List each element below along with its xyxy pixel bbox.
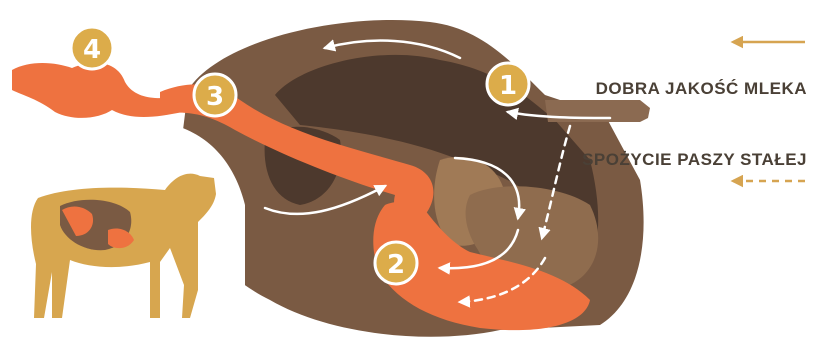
legend-dashed-label: SPOŻYCIE PASZY STAŁEJ <box>582 150 807 169</box>
svg-text:1: 1 <box>499 71 517 101</box>
svg-text:4: 4 <box>83 35 101 65</box>
small-intestine-loop <box>12 63 182 118</box>
legend-solid-label: DOBRA JAKOŚĆ MLEKA <box>596 79 807 98</box>
badge-1: 1 <box>487 63 529 105</box>
badge-3: 3 <box>194 74 236 116</box>
badge-4: 4 <box>71 27 113 69</box>
svg-text:2: 2 <box>387 250 405 280</box>
svg-text:3: 3 <box>206 82 224 112</box>
badge-2: 2 <box>375 242 417 284</box>
